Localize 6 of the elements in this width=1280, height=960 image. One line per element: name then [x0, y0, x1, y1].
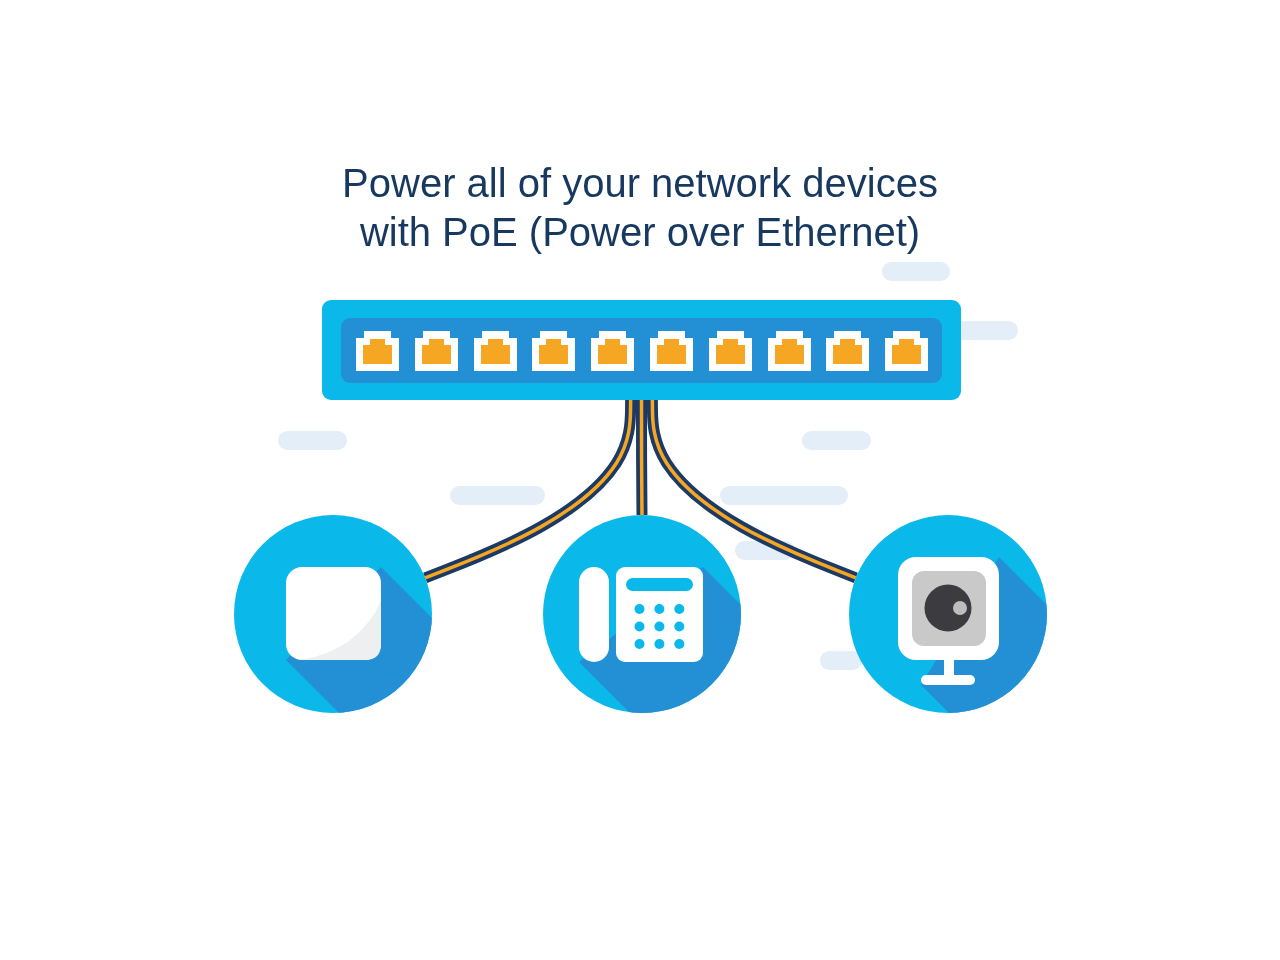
network-switch [322, 300, 961, 400]
ethernet-cable [423, 399, 637, 583]
camera-circle [849, 515, 1047, 713]
title: Power all of your network devices with PoE (Power over Ethernet) [341, 160, 939, 256]
ethernet-cable [636, 400, 648, 516]
ethernet-cable [646, 399, 858, 583]
